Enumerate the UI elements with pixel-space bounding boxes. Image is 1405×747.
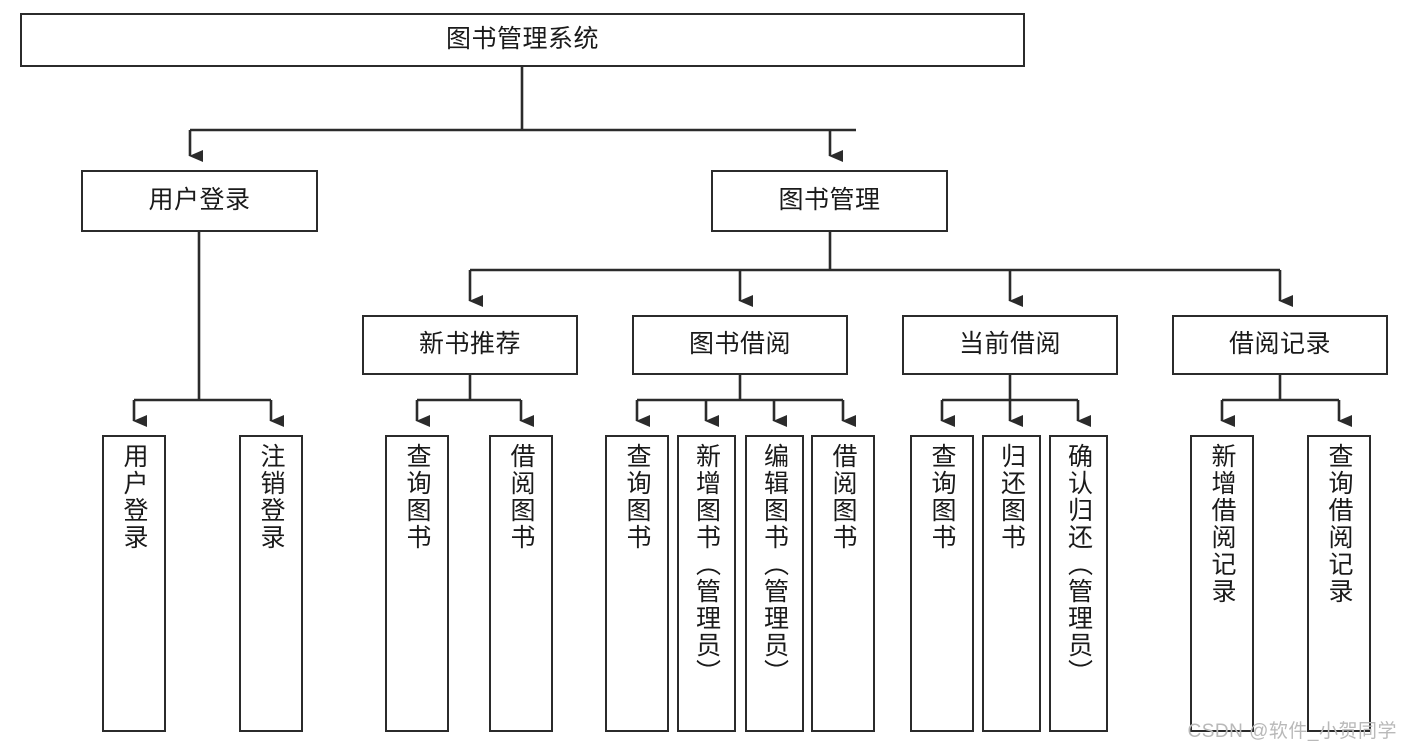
node-leaf-edit-book[interactable]: 编辑图书（管理员） [745,435,804,732]
node-user-login[interactable]: 用户登录 [81,170,318,232]
node-label: 用户登录 [148,186,251,215]
node-book-borrow[interactable]: 图书借阅 [632,315,848,375]
node-label: 图书借阅 [688,330,791,359]
node-current-borrow[interactable]: 当前借阅 [902,315,1118,375]
node-borrow-record[interactable]: 借阅记录 [1172,315,1388,375]
node-label: 借阅图书 [507,443,535,551]
node-label: 图书管理 [778,186,881,215]
node-leaf-logout-login[interactable]: 注销登录 [239,435,303,732]
node-label: 确认归还（管理员） [1064,443,1093,686]
node-leaf-add-borrow-record[interactable]: 新增借阅记录 [1190,435,1254,732]
node-leaf-query-book-current[interactable]: 查询图书 [910,435,974,732]
node-label: 当前借阅 [958,330,1061,359]
node-leaf-query-book-borrow[interactable]: 查询图书 [605,435,669,732]
node-label: 查询图书 [623,443,651,551]
node-label: 查询图书 [403,443,431,551]
watermark-text: CSDN @软件_小贺同学 [1187,721,1397,742]
node-label: 新增借阅记录 [1208,443,1236,605]
node-label: 借阅记录 [1228,330,1331,359]
node-leaf-query-book-recommend[interactable]: 查询图书 [385,435,449,732]
node-book-management[interactable]: 图书管理 [711,170,948,232]
node-new-book-recommend[interactable]: 新书推荐 [362,315,578,375]
node-label: 用户登录 [120,443,148,551]
node-leaf-query-borrow-record[interactable]: 查询借阅记录 [1307,435,1371,732]
node-label: 查询图书 [928,443,956,551]
node-label: 查询借阅记录 [1325,443,1353,605]
node-label: 借阅图书 [829,443,857,551]
node-leaf-add-book[interactable]: 新增图书（管理员） [677,435,736,732]
node-label: 图书管理系统 [445,25,599,54]
node-leaf-borrow-book-recommend[interactable]: 借阅图书 [489,435,553,732]
node-leaf-borrow-book-borrow[interactable]: 借阅图书 [811,435,875,732]
node-book-management-system[interactable]: 图书管理系统 [20,13,1025,67]
node-leaf-user-login[interactable]: 用户登录 [102,435,166,732]
node-label: 注销登录 [257,443,285,551]
node-leaf-confirm-return[interactable]: 确认归还（管理员） [1049,435,1108,732]
node-label: 新增图书（管理员） [692,443,721,686]
node-leaf-return-book[interactable]: 归还图书 [982,435,1041,732]
node-label: 归还图书 [997,443,1026,551]
node-label: 编辑图书（管理员） [760,443,789,686]
node-label: 新书推荐 [418,330,521,359]
